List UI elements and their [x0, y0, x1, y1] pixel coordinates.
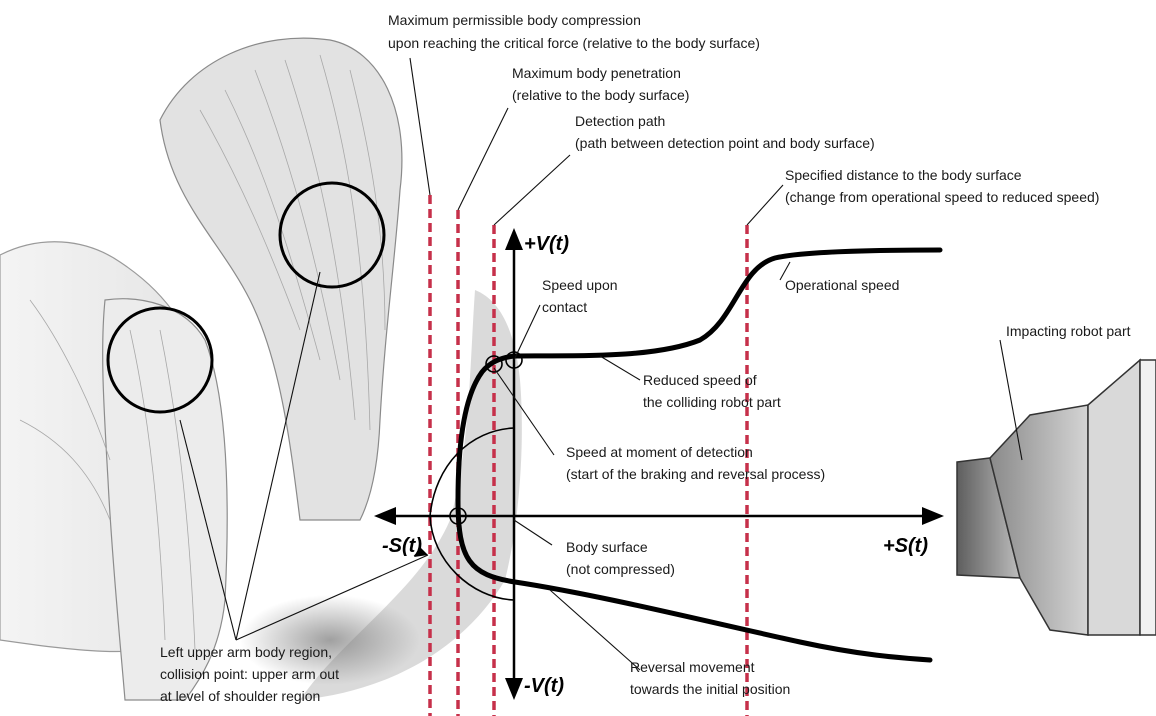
impacting-robot-label: Impacting robot part: [1006, 323, 1131, 339]
speed-detection-label-l2: (start of the braking and reversal proce…: [566, 466, 825, 482]
s-axis-positive-label: +S(t): [883, 535, 928, 557]
max-penetration-label-l2: (relative to the body surface): [512, 87, 689, 103]
reversal-label-l1: Reversal movement: [630, 659, 755, 675]
max-compression-label-l2: upon reaching the critical force (relati…: [388, 35, 760, 51]
specified-distance-label-l2: (change from operational speed to reduce…: [785, 189, 1099, 205]
reduced-speed-label-l2: the colliding robot part: [643, 394, 781, 410]
max-compression-label-l1: Maximum permissible body compression: [388, 12, 641, 28]
detection-path-label-l2: (path between detection point and body s…: [575, 135, 875, 151]
collision-label-l1: Left upper arm body region,: [160, 644, 332, 660]
robot-end-face: [1140, 360, 1156, 635]
body-surface-label-l1: Body surface: [566, 539, 648, 555]
collision-label-l3: at level of shoulder region: [160, 688, 320, 704]
v-axis-negative-label: -V(t): [524, 675, 564, 697]
collision-label-l2: collision point: upper arm out: [160, 666, 339, 682]
anatomy-illustration: [0, 38, 522, 700]
robot-body: [1088, 360, 1140, 635]
detection-path-label-l1: Detection path: [575, 113, 665, 129]
robot-part: [957, 360, 1156, 635]
reversal-label-l2: towards the initial position: [630, 681, 790, 697]
max-penetration-label-l1: Maximum body penetration: [512, 65, 681, 81]
s-axis-negative-label: -S(t): [382, 535, 422, 557]
speed-contact-label-l1: Speed upon: [542, 277, 618, 293]
speed-detection-label-l1: Speed at moment of detection: [566, 444, 753, 460]
operational-speed-label: Operational speed: [785, 277, 899, 293]
specified-distance-label-l1: Specified distance to the body surface: [785, 167, 1022, 183]
reduced-speed-label-l1: Reduced speed of: [643, 372, 757, 388]
v-axis-positive-label: +V(t): [524, 233, 569, 255]
body-surface-label-l2: (not compressed): [566, 561, 675, 577]
speed-contact-label-l2: contact: [542, 299, 587, 315]
